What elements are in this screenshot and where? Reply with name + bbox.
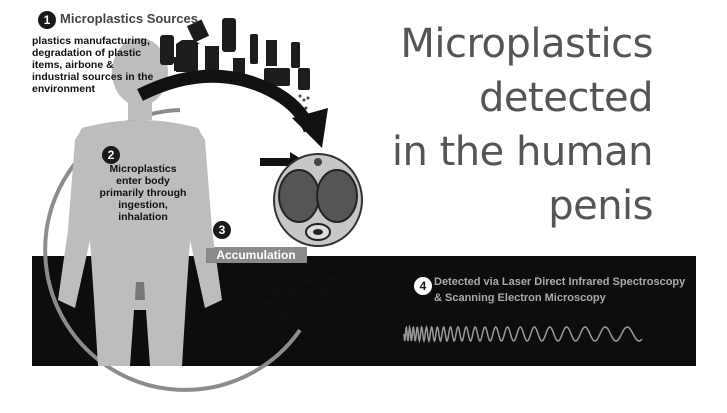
step-3-text: found in penile tissue of patients under…	[252, 262, 348, 322]
title-line: Microplastics	[400, 21, 653, 67]
step-4-number: 4	[414, 277, 432, 295]
step-1-text: plastics manufacturing, degradation of p…	[32, 35, 154, 95]
human-body-silhouette	[58, 38, 222, 366]
step-4-text: Detected via Laser Direct Infrared Spect…	[434, 276, 686, 304]
title-line: penis	[548, 183, 653, 229]
step-1-heading: Microplastics Sources	[60, 11, 198, 26]
step-2-text: Microplastics enter body primarily throu…	[99, 163, 187, 223]
spectrum-wave-icon	[403, 324, 643, 344]
body-marker	[135, 282, 145, 300]
plastic-items-icon-group	[160, 18, 310, 90]
flow-arrow	[137, 69, 317, 133]
page-title: Microplastics detected in the human peni…	[391, 17, 654, 233]
title-line: in the human	[391, 129, 654, 175]
title-line: detected	[479, 75, 653, 121]
step-1-number: 1	[38, 11, 56, 29]
penis-cross-section-icon	[273, 153, 363, 247]
flow-arrow-head	[292, 108, 328, 148]
step-3-heading: Accumulation	[206, 248, 306, 263]
step-2-number: 2	[102, 146, 120, 164]
step-3-number: 3	[213, 221, 231, 239]
